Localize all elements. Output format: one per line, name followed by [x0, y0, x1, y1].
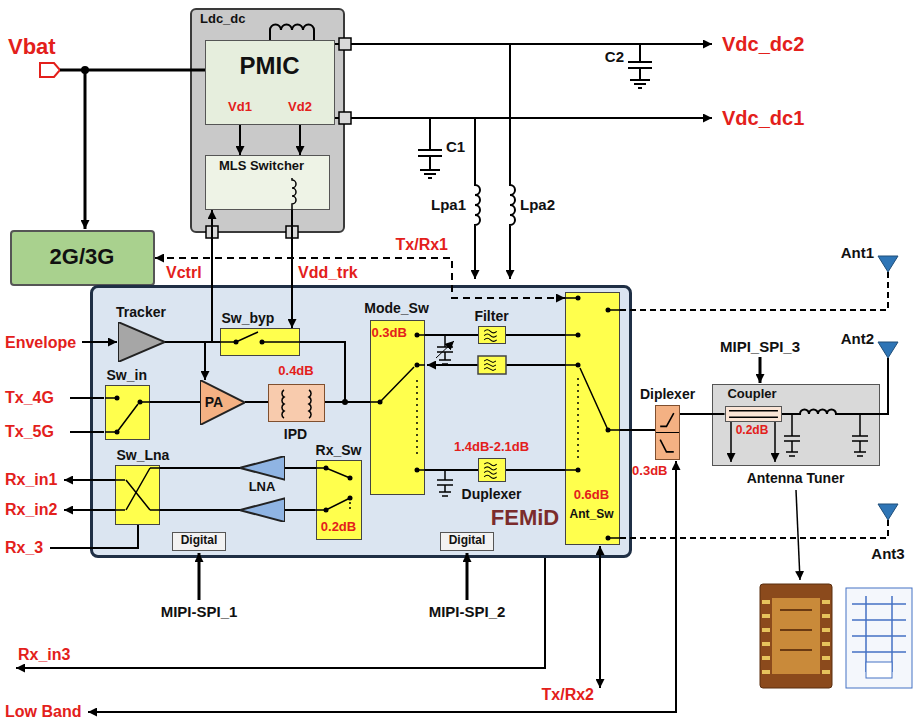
- node-text: Sw_in: [107, 367, 147, 383]
- node-text: Antenna Tuner: [747, 470, 845, 486]
- connector: [155, 258, 565, 298]
- node-text: PMIC: [240, 52, 300, 80]
- node-text: FEMiD: [491, 505, 559, 530]
- connector: [325, 401, 370, 403]
- signal-label: MIPI-SPI_1: [161, 603, 238, 620]
- signal-label: C1: [446, 138, 465, 155]
- connector: [299, 125, 301, 155]
- connector: [160, 509, 240, 511]
- signal-label: Lpa2: [520, 196, 555, 213]
- connector: [239, 125, 241, 155]
- node-text: 0.2dB: [321, 520, 356, 535]
- node-text: IPD: [284, 426, 307, 442]
- node-text: MLS Switcher: [219, 159, 304, 174]
- node-text: 0.2dB: [736, 424, 769, 438]
- signal-label: MIPI-SPI_2: [429, 603, 506, 620]
- signal-label: Vbat: [8, 34, 56, 59]
- signal-label: Ant1: [841, 244, 874, 261]
- node-text: 0.3dB: [372, 326, 407, 341]
- signal-label: Rx_3: [5, 539, 43, 557]
- connector: [165, 210, 212, 342]
- coupler: Coupler0.2dB: [725, 406, 782, 422]
- connector-label: Vdd_trk: [298, 264, 358, 282]
- node-text: 2G/3G: [50, 244, 115, 269]
- node-text: Mode_Sw: [364, 300, 429, 316]
- connector: [150, 401, 200, 403]
- rx-switch: Rx_Sw0.2dB: [316, 460, 362, 540]
- signal-label: Low Band: [5, 703, 81, 720]
- femid-module: FEMiD Tracker Sw_bypSw_inPA IPD Mode_Sw 0.3dB…: [90, 285, 632, 558]
- node-text: Tracker: [116, 304, 166, 320]
- node-text: Filter: [474, 308, 508, 324]
- signal-label: Tx/Rx2: [542, 686, 594, 704]
- tracker-amplifier: Tracker: [118, 322, 165, 362]
- connector: [165, 342, 205, 380]
- signal-label: Lpa1: [431, 196, 466, 213]
- connector: [506, 334, 565, 336]
- antenna-tuner: Antenna TunerCoupler0.2dB: [712, 384, 880, 466]
- signal-label: Vdc_dc2: [722, 33, 804, 56]
- node-text: 0.6dB: [574, 488, 609, 503]
- digital-block: Digital: [440, 532, 494, 551]
- connector: [425, 469, 478, 471]
- pmic-module: Ldc_dcPMIC MLS Switcher: [190, 8, 345, 233]
- connector: [291, 210, 293, 328]
- lna: LNA: [240, 456, 285, 522]
- connector: [506, 469, 565, 471]
- signal-label: Tx_4G: [5, 389, 54, 407]
- pmic-block: PMIC: [205, 40, 335, 125]
- node-text: Digital: [449, 534, 486, 548]
- tuner-chip-photos: [760, 584, 912, 688]
- mls-switcher: MLS Switcher: [205, 155, 330, 210]
- node-text: Ant_Sw: [569, 508, 613, 522]
- duplexer: 1.4dB-2.1dBDuplexer: [478, 458, 506, 482]
- node-text: Sw_Lna: [117, 447, 170, 463]
- connector-label: Vd1: [228, 100, 252, 115]
- signal-label: Envelope: [5, 334, 76, 352]
- signal-label: Vdc_dc1: [722, 107, 804, 130]
- signal-label: C2: [605, 48, 624, 65]
- node-text: Diplexer: [640, 386, 695, 402]
- connector: [285, 509, 316, 511]
- signal-label: Ant2: [841, 330, 874, 347]
- signal-label: Rx_in1: [5, 471, 57, 489]
- digital-block: Digital: [172, 532, 226, 551]
- signal-label: Rx_in3: [18, 646, 70, 664]
- signal-label: 0.4dB: [278, 364, 313, 379]
- signal-label: Ant3: [871, 545, 904, 562]
- connector: [680, 413, 725, 415]
- connector-label: Vd2: [288, 100, 312, 115]
- connector: [245, 401, 268, 403]
- node-text: 0.3dB: [632, 464, 667, 479]
- connector-label: Tx/Rx1: [396, 236, 448, 254]
- node-text: Ldc_dc: [200, 12, 246, 27]
- signal-label: MIPI_SPI_3: [720, 338, 800, 355]
- node-text: Rx_Sw: [316, 442, 362, 458]
- signal-label: Tx_5G: [5, 423, 54, 441]
- diplexer: Diplexer0.3dB: [655, 405, 680, 460]
- connector-label: Vctrl: [166, 264, 202, 282]
- connector: [620, 429, 655, 431]
- ipd-block: IPD: [268, 384, 325, 422]
- node-text: Digital: [181, 534, 218, 548]
- modem-2g3g: 2G/3G: [10, 230, 155, 286]
- node-text: PA: [205, 394, 223, 410]
- node-text: 1.4dB-2.1dB: [454, 440, 529, 455]
- power-amplifier: PA: [200, 380, 245, 425]
- antenna-switch: 0.6dB Ant_Sw: [565, 292, 620, 545]
- node-text: Duplexer: [462, 486, 522, 502]
- node-text: Sw_byp: [222, 310, 275, 326]
- filter: Filter: [478, 326, 506, 344]
- signal-label: Rx_in2: [5, 501, 57, 519]
- node-text: LNA: [249, 480, 276, 495]
- connector: [425, 334, 478, 336]
- node-text: Coupler: [727, 387, 776, 402]
